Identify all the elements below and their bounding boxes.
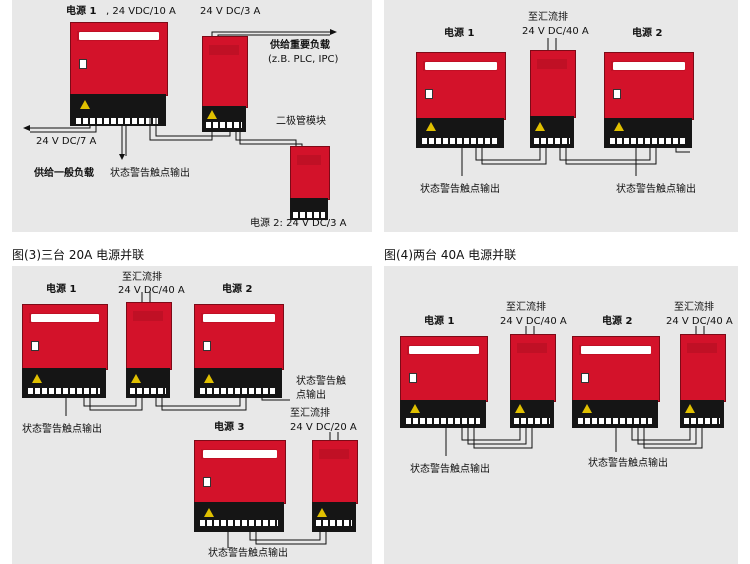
status-output-bottom-label: 状态警告触点输出 xyxy=(208,548,288,559)
psu2-label: 电源 2 xyxy=(632,28,663,39)
busbar-module xyxy=(530,50,576,118)
status-output-right-label-line1: 状态警告触 xyxy=(296,376,346,387)
busbar-module-2-base xyxy=(312,502,356,532)
psu1-label: 电源 1 xyxy=(444,28,475,39)
power-supply-3-terminal-base xyxy=(194,502,284,532)
power-supply-2 xyxy=(290,146,330,200)
busbar-rating-2-label: 24 V DC/20 A xyxy=(290,422,357,433)
psu1-rating-label: , 24 VDC/10 A xyxy=(106,6,176,17)
psu2-label: 电源 2 xyxy=(602,316,633,327)
psu1-label: 电源 1 xyxy=(46,284,77,295)
psu1-label: 电源 1 xyxy=(424,316,455,327)
power-supply-1 xyxy=(416,52,506,120)
busbar-rating-1-label: 24 V DC/40 A xyxy=(500,316,567,327)
output-top-label: 24 V DC/3 A xyxy=(200,6,261,17)
psu2-label: 电源 2: 24 V DC/3 A xyxy=(250,218,347,229)
figure-3-caption: 图(3)三台 20A 电源并联 xyxy=(12,248,145,262)
power-supply-2 xyxy=(572,336,660,402)
status-output-right-label: 状态警告触点输出 xyxy=(616,184,696,195)
power-supply-2-terminals xyxy=(610,138,686,144)
status-output-left-label: 状态警告触点输出 xyxy=(410,464,490,475)
output-left-label: 24 V DC/7 A xyxy=(36,136,97,147)
busbar-module-2-terminals xyxy=(316,520,352,526)
power-supply-1-terminals xyxy=(422,138,498,144)
psu3-label: 电源 3 xyxy=(214,422,245,433)
status-output-left-label: 状态警告触点输出 xyxy=(22,424,102,435)
power-supply-2-terminals xyxy=(293,212,325,218)
power-supply-1-terminals xyxy=(406,418,480,424)
busbar-rating-label: 24 V DC/40 A xyxy=(522,26,589,37)
diode-module-terminals xyxy=(206,122,242,128)
general-load-label: 供给一般负载 xyxy=(34,168,94,179)
power-supply-2-terminals xyxy=(200,388,276,394)
power-supply-3-terminals xyxy=(200,520,278,526)
busbar-module-2 xyxy=(312,440,358,504)
diode-module-label: 二极管模块 xyxy=(276,116,326,127)
busbar-module-2 xyxy=(680,334,726,402)
busbar-module-1-terminals xyxy=(514,418,550,424)
power-supply-1-terminals xyxy=(76,118,160,124)
figure-4-caption: 图(4)两台 40A 电源并联 xyxy=(384,248,517,262)
psu2-label: 电源 2 xyxy=(222,284,253,295)
busbar-2-label: 至汇流排 xyxy=(290,408,330,419)
psu1-title-label: 电源 1 xyxy=(66,6,97,17)
power-supply-1-terminals xyxy=(28,388,100,394)
power-supply-1 xyxy=(400,336,488,402)
busbar-module-2-terminals xyxy=(684,418,720,424)
power-supply-2 xyxy=(194,304,284,370)
busbar-rating-1-label: 24 V DC/40 A xyxy=(118,285,185,296)
busbar-label: 至汇流排 xyxy=(528,12,568,23)
busbar-module-terminals xyxy=(534,138,570,144)
power-supply-3 xyxy=(194,440,286,504)
busbar-label: 至汇流排 xyxy=(122,272,162,283)
important-load-examples-label: (z.B. PLC, IPC) xyxy=(268,54,339,65)
busbar-module-1 xyxy=(126,302,172,370)
power-supply-2-terminals xyxy=(578,418,652,424)
important-load-label: 供给重要负载 xyxy=(270,40,330,51)
status-output-left-label: 状态警告触点输出 xyxy=(420,184,500,195)
busbar-2-label: 至汇流排 xyxy=(674,302,714,313)
status-output-right-label-line2: 点输出 xyxy=(296,390,326,401)
status-output-label: 状态警告触点输出 xyxy=(110,168,190,179)
power-supply-1 xyxy=(22,304,108,370)
busbar-1-label: 至汇流排 xyxy=(506,302,546,313)
busbar-module-1-terminals xyxy=(130,388,166,394)
power-supply-1 xyxy=(70,22,168,96)
busbar-rating-2-label: 24 V DC/40 A xyxy=(666,316,733,327)
status-output-right-label: 状态警告触点输出 xyxy=(588,458,668,469)
diode-module xyxy=(202,36,248,108)
